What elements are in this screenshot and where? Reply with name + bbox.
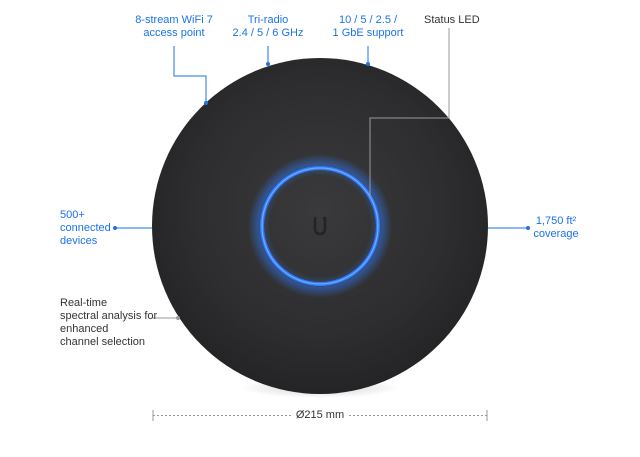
leader-dot-coverage (526, 226, 530, 230)
leader-line-stream (173, 46, 207, 103)
callout-radio-line2: 2.4 / 5 / 6 GHz (232, 27, 304, 39)
leader-dot-devices (113, 226, 117, 230)
leader-dot-spectral (176, 316, 180, 320)
callout-radio-line1: Tri-radio (247, 14, 289, 26)
callout-coverage: 1,750 ft² coverage (526, 215, 586, 241)
dimension-label: Ø215 mm (295, 409, 345, 421)
callout-spectral-line3: enhanced (60, 323, 109, 335)
leader-dot-radio (266, 62, 270, 66)
callout-spectral: Real-time spectral analysis for enhanced… (60, 297, 170, 349)
callout-status-led: Status LED (424, 14, 504, 27)
callout-devices-line3: devices (60, 235, 98, 247)
callout-ethernet-line2: 1 GbE support (332, 27, 404, 39)
leader-dot-ethernet (366, 62, 370, 66)
callout-spectral-line2: spectral analysis for (60, 310, 158, 322)
status-led-glow (248, 154, 392, 298)
callout-spectral-line4: channel selection (60, 336, 146, 348)
callout-devices-line2: connected (60, 222, 111, 234)
callout-devices-line1: 500+ (60, 209, 85, 221)
leader-dot-stream (204, 101, 208, 105)
callout-coverage-line1: 1,750 ft² (535, 215, 577, 227)
callout-status-led-line1: Status LED (424, 14, 480, 26)
callout-devices: 500+ connected devices (60, 209, 120, 248)
ubiquiti-u-logo-icon (313, 217, 327, 236)
callout-stream-line2: access point (143, 27, 205, 39)
callout-stream-line1: 8-stream WiFi 7 (135, 14, 213, 26)
callout-coverage-line2: coverage (533, 228, 579, 240)
callout-ethernet-line1: 10 / 5 / 2.5 / (338, 14, 398, 26)
callout-spectral-line1: Real-time (60, 297, 108, 309)
callout-radio: Tri-radio 2.4 / 5 / 6 GHz (218, 14, 318, 40)
status-led-ring-highlight (261, 167, 379, 285)
callout-ethernet: 10 / 5 / 2.5 / 1 GbE support (318, 14, 418, 40)
callout-stream: 8-stream WiFi 7 access point (118, 14, 230, 40)
leader-line-status-led (369, 28, 450, 196)
